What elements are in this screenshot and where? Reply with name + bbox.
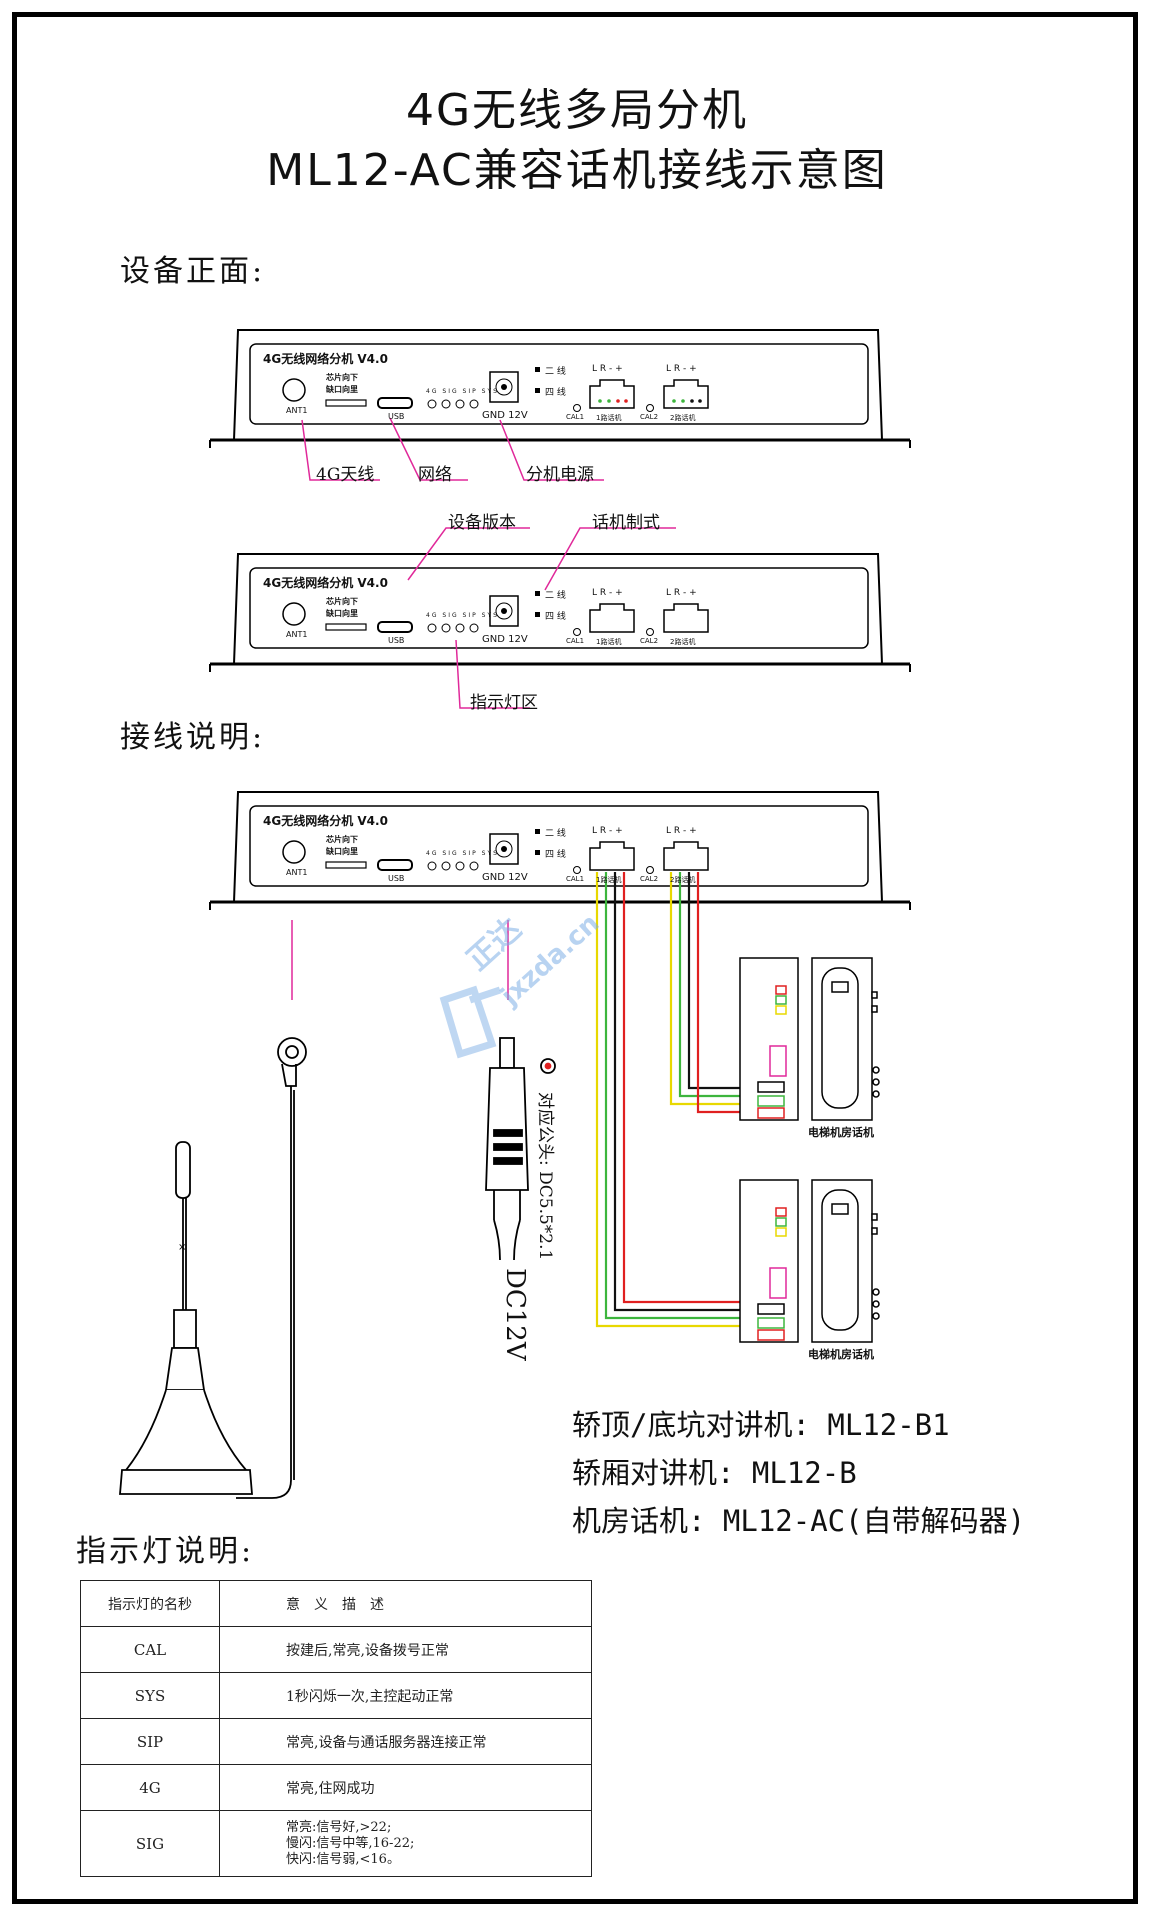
title-line-1: 4G无线多局分机 bbox=[405, 85, 749, 136]
sig-line-1: 常亮:信号好,>22; bbox=[286, 1819, 392, 1835]
device-front-2 bbox=[209, 553, 911, 672]
phone2-label-1: 2路话机 bbox=[670, 414, 696, 422]
section-wiring: 接线说明: bbox=[120, 720, 266, 755]
cal1-label-1: CAL1 bbox=[566, 413, 585, 421]
chip-note-2b: 缺口向里 bbox=[326, 609, 358, 618]
row-desc: 常亮,设备与通话服务器连接正常 bbox=[219, 1718, 592, 1765]
device-front-1 bbox=[209, 329, 911, 448]
section-indicator: 指示灯说明: bbox=[76, 1534, 255, 1569]
port-pins-3b: L R - + bbox=[666, 826, 697, 836]
usb-label-1: USB bbox=[388, 412, 405, 421]
row-name: CAL bbox=[80, 1626, 220, 1673]
callout-led-area: 指示灯区 bbox=[470, 693, 538, 713]
row-name: 4G bbox=[80, 1764, 220, 1811]
row-desc: 常亮:信号好,>22; 慢闪:信号中等,16-22; 快闪:信号弱,<16。 bbox=[219, 1810, 592, 1877]
phone2-label-3: 2路话机 bbox=[670, 876, 696, 884]
chip-note-1b: 缺口向里 bbox=[326, 385, 358, 394]
mode-two-3: 二 线 bbox=[545, 829, 566, 839]
callout-lines-1 bbox=[301, 417, 604, 481]
row-desc: 常亮,住网成功 bbox=[219, 1764, 592, 1811]
table-row: SIP 常亮,设备与通话服务器连接正常 bbox=[80, 1718, 592, 1765]
ant-label-3: ANT1 bbox=[286, 868, 308, 877]
cal1-label-2: CAL1 bbox=[566, 637, 585, 645]
device-name-1: 4G无线网络分机 V4.0 bbox=[263, 352, 388, 366]
power-plug-drawing bbox=[485, 1037, 556, 1261]
row-name: SIG bbox=[80, 1810, 220, 1877]
table-row: SYS 1秒闪烁一次,主控起动正常 bbox=[80, 1672, 592, 1719]
callout-antenna: 4G天线 bbox=[316, 465, 375, 485]
row-name: SYS bbox=[80, 1672, 220, 1719]
port-pins-1b: L R - + bbox=[666, 364, 697, 374]
phone1-label-2: 1路话机 bbox=[596, 638, 622, 646]
connector-note: 对应公头: DC5.5*2.1 bbox=[535, 1092, 555, 1261]
dc-voltage-label: DC12V bbox=[500, 1268, 530, 1361]
chip-note-2a: 芯片向下 bbox=[326, 597, 358, 606]
port-pins-3a: L R - + bbox=[592, 826, 623, 836]
power-label-3: GND 12V bbox=[482, 872, 528, 883]
device-name-2: 4G无线网络分机 V4.0 bbox=[263, 576, 388, 590]
wiring-harness bbox=[595, 872, 746, 1328]
cal2-label-1: CAL2 bbox=[640, 413, 659, 421]
device-name-3: 4G无线网络分机 V4.0 bbox=[263, 814, 388, 828]
page-border bbox=[12, 12, 1138, 1904]
phone-label-1: 电梯机房话机 bbox=[808, 1126, 874, 1139]
row-desc: 1秒闪烁一次,主控起动正常 bbox=[219, 1672, 592, 1719]
cal2-label-2: CAL2 bbox=[640, 637, 659, 645]
mode-two-2: 二 线 bbox=[545, 591, 566, 601]
indicator-table: 指示灯的名秒 意 义 描 述 CAL 按建后,常亮,设备拨号正常 SYS 1秒闪… bbox=[80, 1580, 592, 1877]
mode-two-1: 二 线 bbox=[545, 367, 566, 377]
row-name: SIP bbox=[80, 1718, 220, 1765]
ant-label-2: ANT1 bbox=[286, 630, 308, 639]
model-car-cabin: 轿厢对讲机: ML12-B bbox=[572, 1456, 857, 1490]
machine-room-phone-1 bbox=[739, 957, 880, 1121]
table-header-row: 指示灯的名秒 意 义 描 述 bbox=[80, 1580, 592, 1627]
phone1-label-3: 1路话机 bbox=[596, 876, 622, 884]
cal1-label-3: CAL1 bbox=[566, 875, 585, 883]
port-pins-2a: L R - + bbox=[592, 588, 623, 598]
sig-line-2: 慢闪:信号中等,16-22; bbox=[286, 1835, 415, 1851]
mode-four-3: 四 线 bbox=[545, 850, 566, 860]
mode-four-1: 四 线 bbox=[545, 388, 566, 398]
table-row: 4G 常亮,住网成功 bbox=[80, 1764, 592, 1811]
section-front: 设备正面: bbox=[120, 254, 266, 289]
title-line-2: ML12-AC兼容话机接线示意图 bbox=[266, 145, 888, 196]
chip-note-3b: 缺口向里 bbox=[326, 847, 358, 856]
model-car-top: 轿顶/底坑对讲机: ML12-B1 bbox=[572, 1408, 950, 1442]
led-labels-2: 4G SIG SIP SYS bbox=[426, 612, 499, 619]
phone2-label-2: 2路话机 bbox=[670, 638, 696, 646]
led-labels-3: 4G SIG SIP SYS bbox=[426, 850, 499, 857]
callout-version: 设备版本 bbox=[448, 513, 516, 533]
cal2-label-3: CAL2 bbox=[640, 875, 659, 883]
mode-four-2: 四 线 bbox=[545, 612, 566, 622]
power-label-1: GND 12V bbox=[482, 410, 528, 421]
table-row: CAL 按建后,常亮,设备拨号正常 bbox=[80, 1626, 592, 1673]
callout-network: 网络 bbox=[418, 465, 452, 485]
table-row: SIG 常亮:信号好,>22; 慢闪:信号中等,16-22; 快闪:信号弱,<1… bbox=[80, 1810, 592, 1877]
power-label-2: GND 12V bbox=[482, 634, 528, 645]
port-pins-1a: L R - + bbox=[592, 364, 623, 374]
antenna-drawing: × bbox=[119, 1037, 307, 1499]
row-desc: 按建后,常亮,设备拨号正常 bbox=[219, 1626, 592, 1673]
usb-label-3: USB bbox=[388, 874, 405, 883]
chip-note-1a: 芯片向下 bbox=[326, 373, 358, 382]
phone1-label-1: 1路话机 bbox=[596, 414, 622, 422]
svg-text:×: × bbox=[178, 1242, 186, 1253]
phone-label-2: 电梯机房话机 bbox=[808, 1348, 874, 1361]
device-front-3 bbox=[209, 791, 911, 910]
machine-room-phone-2 bbox=[739, 1179, 880, 1343]
model-machine-room: 机房话机: ML12-AC(自带解码器) bbox=[572, 1504, 1026, 1538]
callout-phone-mode: 话机制式 bbox=[592, 513, 660, 533]
sig-line-3: 快闪:信号弱,<16。 bbox=[286, 1851, 400, 1867]
watermark-logo bbox=[439, 985, 502, 1059]
port-pins-2b: L R - + bbox=[666, 588, 697, 598]
callout-lines-2 bbox=[407, 527, 676, 709]
usb-label-2: USB bbox=[388, 636, 405, 645]
chip-note-3a: 芯片向下 bbox=[326, 835, 358, 844]
header-name: 指示灯的名秒 bbox=[80, 1580, 220, 1627]
callout-power: 分机电源 bbox=[526, 465, 594, 485]
led-labels-1: 4G SIG SIP SYS bbox=[426, 388, 499, 395]
header-desc: 意 义 描 述 bbox=[219, 1580, 592, 1627]
ant-label-1: ANT1 bbox=[286, 406, 308, 415]
